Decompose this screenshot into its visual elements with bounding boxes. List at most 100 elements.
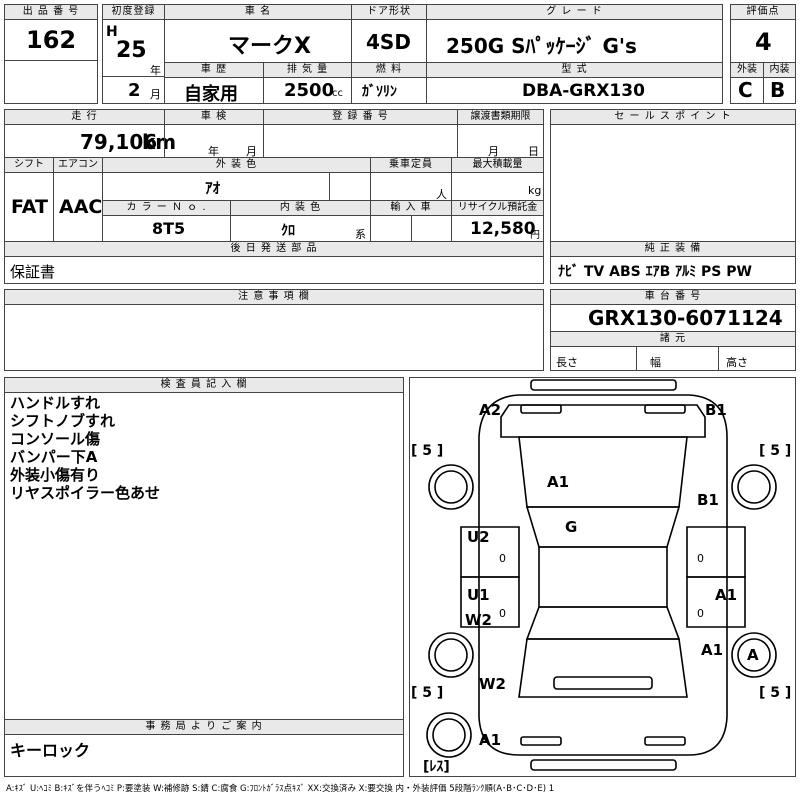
office-text: キーロック <box>10 741 91 760</box>
mark-a1-door: A1 <box>715 586 737 604</box>
transfer-month: 月 <box>488 145 499 158</box>
later-parts: 保証書 <box>10 263 56 281</box>
height-label: 高さ <box>726 356 748 369</box>
equip-box <box>550 256 796 284</box>
regno-box <box>263 124 458 158</box>
color-label: 外 装 色 <box>102 157 371 173</box>
mark-g: G <box>565 518 577 536</box>
tire-rl: [ 5 ] <box>411 685 443 701</box>
equipment: ﾅﾋﾞ TV ABS ｴｱB ｱﾙﾐ PS PW <box>558 264 752 280</box>
caution-label: 注 意 事 項 欄 <box>4 289 544 305</box>
era: H <box>106 24 118 40</box>
mileage-label: 走 行 <box>4 109 165 125</box>
dims-label: 諸 元 <box>550 331 796 347</box>
interior-color-label: 内 装 色 <box>230 200 371 216</box>
grade: 250G Sﾊﾟｯｹｰｼﾞ G's <box>446 34 637 58</box>
color-no-label: カ ラ ー Ｎ ｏ . <box>102 200 231 216</box>
insp-year-unit: 年 <box>208 145 219 158</box>
mileage: 79,106 <box>80 130 158 154</box>
lot-no-blank <box>4 60 98 104</box>
dims-box <box>550 346 796 371</box>
month-unit: 月 <box>150 88 161 101</box>
car-name-label: 車 名 <box>164 4 352 20</box>
ac: AAC <box>59 196 103 218</box>
spare-tire: [ﾚｽ] <box>423 759 450 775</box>
mark-a1-wheel: A1 <box>701 641 723 659</box>
transfer-label: 譲渡書類期限 <box>457 109 544 125</box>
int-box <box>763 77 796 104</box>
recycle: 12,580 <box>470 219 536 239</box>
lot-no-label: 出 品 番 号 <box>4 4 98 20</box>
first-reg-label: 初度登録 <box>102 4 165 20</box>
displacement-unit: cc <box>332 88 343 99</box>
mark-a1-rear: A1 <box>479 731 501 749</box>
mark-a2: A2 <box>479 401 501 419</box>
ac-label: エアコン <box>53 157 103 173</box>
color-box <box>102 172 371 201</box>
recycle-label: リサイクル預託金 <box>451 200 544 216</box>
office-label: 事 務 局 よ り ご 案 内 <box>4 719 404 735</box>
load-unit: kg <box>528 184 542 197</box>
ext-label: 外装 <box>730 62 764 78</box>
inspector-line: リヤスポイラー色あせ <box>10 484 161 502</box>
score-label: 評価点 <box>730 4 796 20</box>
svg-text:0: 0 <box>697 552 704 565</box>
equip-label: 純 正 装 備 <box>550 241 796 257</box>
length-label: 長さ <box>556 356 578 369</box>
sales-point-label: セ ー ル ス ポ イ ン ト <box>550 109 796 125</box>
inspector-label: 検 査 員 記 入 欄 <box>4 377 404 393</box>
mark-b1-side: B1 <box>697 491 719 509</box>
inspector-line: ハンドルすれ <box>10 394 101 412</box>
tire-fr: [ 5 ] <box>759 443 791 459</box>
door-label: ドア形状 <box>351 4 427 20</box>
int-label: 内装 <box>763 62 796 78</box>
recycle-unit: 円 <box>530 230 540 241</box>
shift: FAT <box>11 196 48 218</box>
car-name: マークX <box>228 34 311 59</box>
inspector-notes: ハンドルすれ シフトノブすれ コンソール傷 バンパー下A 外装小傷有り リヤスポ… <box>10 394 160 502</box>
ext-grade: C <box>738 78 753 102</box>
inspector-line: 外装小傷有り <box>10 466 101 484</box>
interior-unit: 系 <box>355 228 366 241</box>
transfer-day: 日 <box>528 145 539 158</box>
svg-text:0: 0 <box>499 552 506 565</box>
svg-text:0: 0 <box>697 607 704 620</box>
load-label: 最大積載量 <box>451 157 544 173</box>
color: ｱｵ <box>205 179 221 197</box>
legend: A:ｷｽﾞ U:ﾍｺﾐ B:ｷｽﾞを伴うﾍｺﾐ P:要塗装 W:補修跡 S:錆 … <box>6 784 555 794</box>
inspector-line: シフトノブすれ <box>10 412 116 430</box>
inspector-line: バンパー下A <box>10 448 98 466</box>
office-box <box>4 734 404 777</box>
lot-no: 162 <box>26 26 77 54</box>
mark-b1-front: B1 <box>705 401 727 419</box>
mark-a-wheel: A <box>747 646 759 664</box>
capacity-label: 乗車定員 <box>370 157 452 173</box>
car-diagram: A2 B1 A1 G B1 U2 U1 W2 A1 A1 W2 A1 A [ 5… <box>411 379 791 775</box>
grade-label: グ レ ー ド <box>426 4 723 20</box>
diagram-frame <box>409 377 796 777</box>
inspector-line: コンソール傷 <box>10 430 101 448</box>
history-label: 車 歴 <box>164 62 264 78</box>
mark-a1-hood: A1 <box>547 473 569 491</box>
int-grade: B <box>770 78 786 102</box>
sales-point-box <box>550 124 796 242</box>
width-label: 幅 <box>650 356 661 369</box>
model: DBA-GRX130 <box>522 81 645 101</box>
fuel: ｶﾞｿﾘﾝ <box>362 84 397 100</box>
mark-u2: U2 <box>467 528 490 546</box>
regno-label: 登 録 番 号 <box>263 109 458 125</box>
insp-month-unit: 月 <box>246 145 257 158</box>
tire-fl: [ 5 ] <box>411 443 443 459</box>
mark-u1: U1 <box>467 586 490 604</box>
color-no: 8T5 <box>152 219 186 238</box>
model-label: 型 式 <box>426 62 723 78</box>
svg-text:0: 0 <box>499 607 506 620</box>
fuel-label: 燃 料 <box>351 62 427 78</box>
interior-color: ｸﾛ <box>281 223 295 239</box>
later-box <box>4 256 544 284</box>
interior-color-box <box>230 215 371 242</box>
history: 自家用 <box>184 84 238 105</box>
import-label: 輸 入 車 <box>370 200 452 216</box>
chassis-no: GRX130-6071124 <box>588 306 783 330</box>
later-label: 後 日 発 送 部 品 <box>4 241 544 257</box>
